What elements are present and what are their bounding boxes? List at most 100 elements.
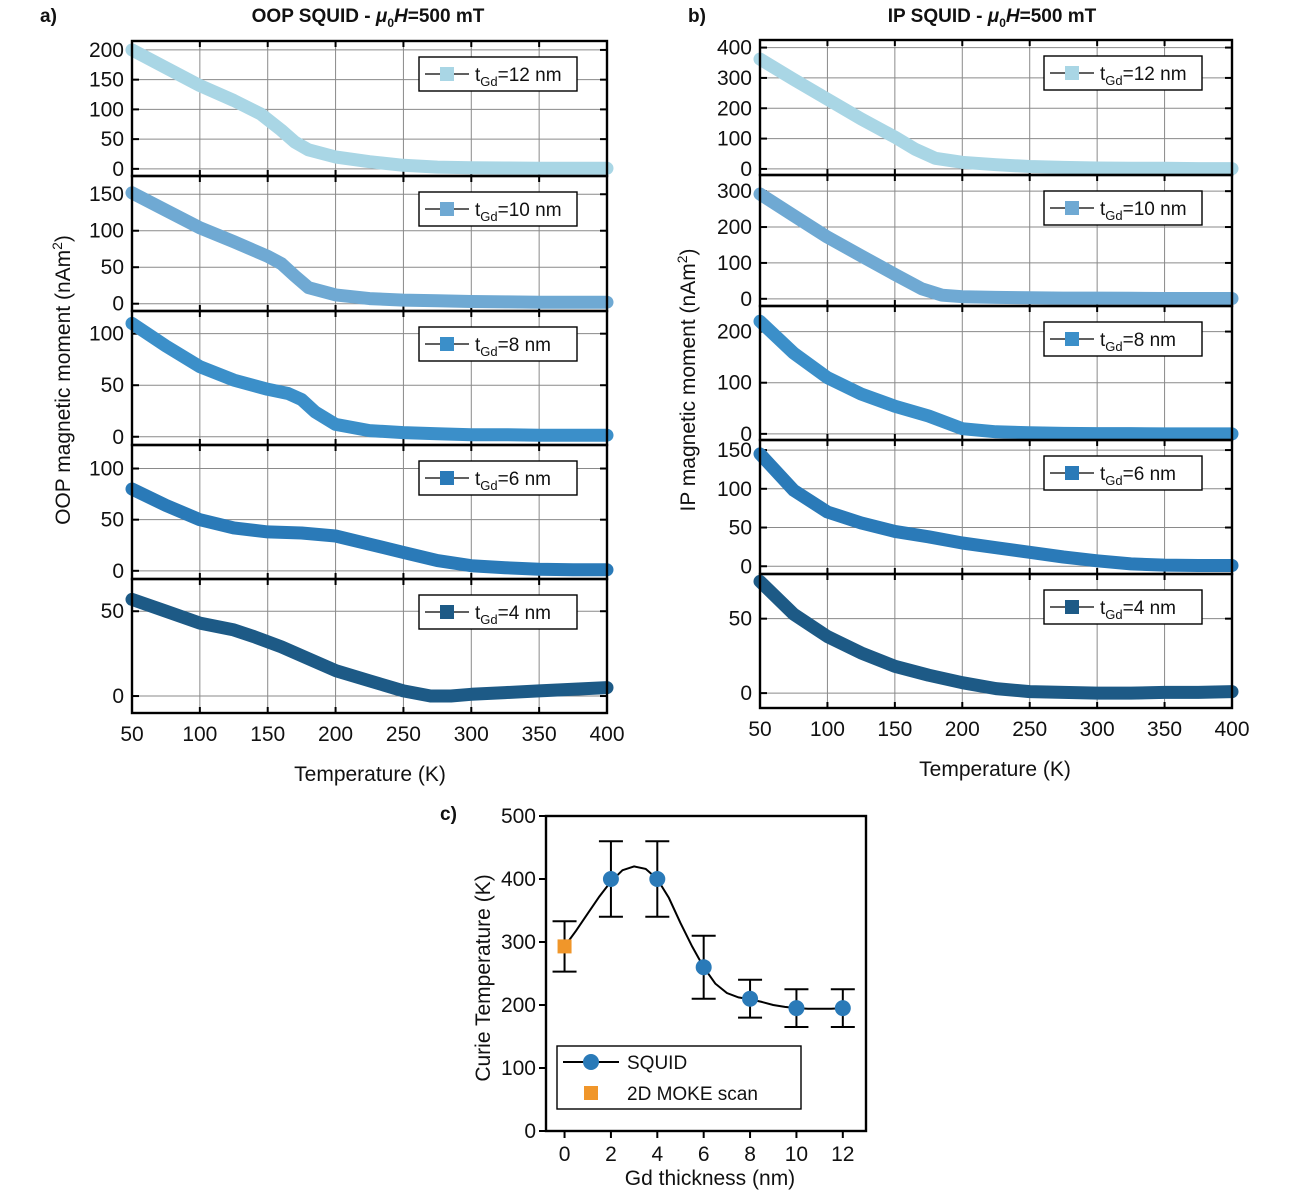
- x-tick-label: 100: [182, 723, 217, 746]
- y-tick-label: 150: [89, 183, 124, 206]
- data-line: [125, 186, 614, 309]
- x-tick-label: 10: [785, 1143, 808, 1166]
- y-tick-label: 200: [89, 39, 124, 62]
- legend-marker: [1065, 600, 1079, 614]
- y-tick-label: 0: [112, 158, 124, 181]
- x-tick-label: 200: [945, 718, 980, 741]
- y-tick-label: 0: [740, 682, 752, 705]
- y-tick-label: 0: [740, 288, 752, 311]
- legend-label: tGd=4 nm: [475, 603, 551, 627]
- panel-b-title: IP SQUID - μ0H=500 mT: [888, 6, 1097, 30]
- y-tick-label: 100: [501, 1057, 536, 1080]
- y-tick-label: 150: [89, 69, 124, 92]
- legend-marker-moke: [584, 1086, 598, 1100]
- legend-label: tGd=12 nm: [1100, 64, 1187, 88]
- y-tick-label: 100: [717, 128, 752, 151]
- y-tick-label: 100: [717, 478, 752, 501]
- y-tick-label: 200: [717, 216, 752, 239]
- y-tick-label: 300: [717, 180, 752, 203]
- y-tick-label: 50: [101, 374, 124, 397]
- legend-marker: [1065, 332, 1079, 346]
- legend-label: tGd=6 nm: [1100, 464, 1176, 488]
- x-tick-label: 400: [589, 723, 624, 746]
- squid-point: [834, 1000, 851, 1017]
- y-tick-label: 0: [524, 1120, 536, 1143]
- data-line: [125, 316, 614, 442]
- x-tick-label: 200: [318, 723, 353, 746]
- legend-marker: [1065, 466, 1079, 480]
- subplot-frame: [130, 577, 609, 715]
- x-tick-label: 300: [454, 723, 489, 746]
- squid-point: [742, 990, 759, 1007]
- y-tick-label: 0: [740, 158, 752, 181]
- y-tick-label: 50: [729, 608, 752, 631]
- y-tick-label: 0: [112, 685, 124, 708]
- x-tick-label: 8: [744, 1143, 756, 1166]
- y-tick-label: 400: [501, 868, 536, 891]
- y-tick-label: 300: [501, 931, 536, 954]
- squid-point: [602, 871, 619, 887]
- x-tick-label: 400: [1214, 718, 1249, 741]
- panel-a-letter: a): [40, 6, 57, 27]
- data-line: [125, 482, 614, 577]
- y-tick-label: 0: [112, 293, 124, 316]
- x-tick-label: 350: [522, 723, 557, 746]
- x-tick-label: 6: [698, 1143, 710, 1166]
- y-tick-label: 50: [101, 256, 124, 279]
- subplot-a-1: 0 50 100 150 tGd=10 nm: [89, 174, 614, 316]
- plot-frame: [544, 814, 868, 1133]
- y-tick-label: 100: [89, 98, 124, 121]
- y-tick-label: 200: [501, 994, 536, 1017]
- squid-point: [788, 1000, 805, 1017]
- y-tick-label: 100: [717, 252, 752, 275]
- y-tick-label: 0: [112, 426, 124, 449]
- data-line: [753, 52, 1239, 176]
- panel-b-ylabel: IP magnetic moment (nAm2): [674, 248, 700, 511]
- y-tick-label: 400: [717, 37, 752, 60]
- y-tick-label: 50: [729, 517, 752, 540]
- subplot-frame: [758, 572, 1234, 710]
- x-tick-label: 300: [1080, 718, 1115, 741]
- x-tick-label: 2: [605, 1143, 617, 1166]
- legend-marker: [1065, 201, 1079, 215]
- legend-marker: [440, 605, 454, 619]
- x-tick-label: 250: [1012, 718, 1047, 741]
- legend-label-squid: SQUID: [627, 1053, 687, 1074]
- y-tick-label: 0: [740, 555, 752, 578]
- panel-b-xlabel: Temperature (K): [919, 758, 1071, 781]
- data-line: [753, 574, 1239, 700]
- x-tick-label: 12: [831, 1143, 854, 1166]
- y-tick-label: 100: [89, 220, 124, 243]
- y-tick-label: 200: [717, 321, 752, 344]
- legend-marker: [440, 471, 454, 485]
- y-tick-label: 100: [717, 372, 752, 395]
- legend-marker: [440, 337, 454, 351]
- y-tick-label: 50: [101, 128, 124, 151]
- panel-b-letter: b): [688, 6, 706, 27]
- data-line: [753, 314, 1239, 441]
- panel-a-ylabel: OOP magnetic moment (nAm2): [49, 235, 75, 525]
- x-tick-label: 150: [877, 718, 912, 741]
- y-tick-label: 150: [717, 439, 752, 462]
- legend-label: tGd=10 nm: [475, 200, 562, 224]
- legend-label: tGd=6 nm: [475, 469, 551, 493]
- y-tick-label: 100: [89, 458, 124, 481]
- panel-a-xlabel: Temperature (K): [294, 763, 446, 786]
- x-tick-label: 100: [810, 718, 845, 741]
- x-tick-label: 4: [651, 1143, 663, 1166]
- data-line: [753, 447, 1239, 572]
- squid-point: [649, 871, 666, 887]
- legend-marker: [440, 67, 454, 81]
- panel-c-ylabel: Curie Temperature (K): [472, 874, 495, 1081]
- squid-point: [695, 959, 712, 976]
